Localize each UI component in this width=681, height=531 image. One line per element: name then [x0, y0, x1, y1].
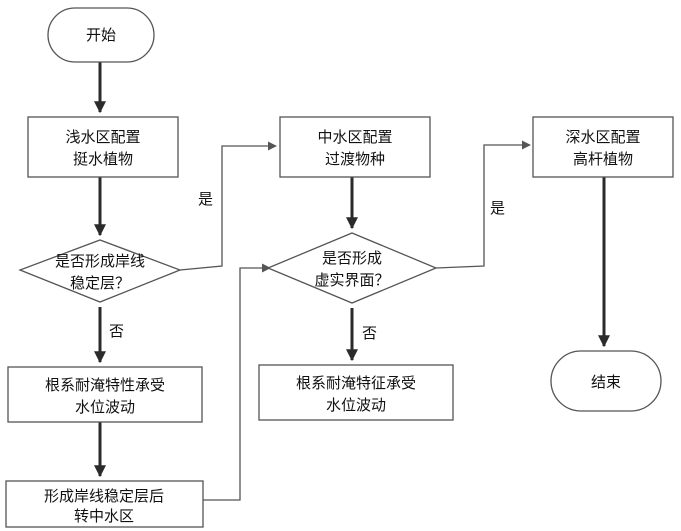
middle-label-line2: 过渡物种	[325, 150, 385, 168]
label-yes-1: 是	[198, 190, 213, 208]
root-shallow-line1: 根系耐淹特性承受	[45, 376, 165, 394]
start-shape	[47, 7, 155, 63]
edges	[94, 62, 610, 501]
middle-label-line1: 中水区配置	[317, 128, 392, 146]
start-node: 开始	[47, 7, 155, 63]
root-middle-shape	[258, 364, 454, 421]
middle-node: 中水区配置 过渡物种	[279, 116, 431, 178]
form-shore-node: 形成岸线稳定层后 转中水区	[5, 480, 204, 528]
deep-shape	[532, 116, 674, 178]
start-label: 开始	[86, 26, 116, 44]
end-label: 结束	[591, 373, 621, 391]
decision-interface-line2: 虚实界面？	[314, 271, 389, 289]
decision-interface-line1: 是否形成	[322, 249, 382, 267]
form-shore-line1: 形成岸线稳定层后	[44, 487, 164, 505]
deep-label-line2: 高杆植物	[573, 150, 633, 168]
decision-shore-line1: 是否形成岸线	[55, 252, 145, 270]
decision-shore-line2: 稳定层？	[70, 274, 130, 292]
shallow-label-line2: 挺水植物	[73, 150, 133, 168]
shallow-shape	[27, 116, 179, 178]
deep-label-line1: 深水区配置	[565, 128, 640, 146]
shallow-node: 浅水区配置 挺水植物	[27, 116, 179, 178]
label-yes-2: 是	[490, 199, 505, 217]
decision-shore-node: 是否形成岸线 稳定层？	[18, 239, 182, 303]
decision-interface-node: 是否形成 虚实界面？	[266, 232, 438, 304]
shallow-label-line1: 浅水区配置	[65, 128, 140, 146]
edge-interface-yes	[435, 140, 531, 269]
middle-shape	[279, 116, 431, 178]
root-shallow-shape	[7, 366, 203, 423]
form-shore-line2: 转中水区	[74, 507, 134, 525]
root-middle-line1: 根系耐淹特征承受	[296, 374, 416, 392]
label-no-2: 否	[362, 324, 377, 342]
root-middle-node: 根系耐淹特征承受 水位波动	[258, 364, 454, 421]
form-shore-shape	[5, 480, 204, 528]
deep-node: 深水区配置 高杆植物	[532, 116, 674, 178]
root-middle-line2: 水位波动	[326, 396, 386, 414]
end-shape	[550, 350, 662, 412]
decision-interface-shape	[266, 232, 438, 304]
edge-form-to-interface	[203, 263, 271, 501]
end-node: 结束	[550, 350, 662, 412]
edge-decision-yes	[179, 141, 277, 271]
decision-shore-shape	[18, 239, 182, 303]
edge-labels: 是 否 是 否	[109, 190, 505, 342]
root-shallow-node: 根系耐淹特性承受 水位波动	[7, 366, 203, 423]
label-no-1: 否	[109, 322, 124, 340]
root-shallow-line2: 水位波动	[75, 398, 135, 416]
